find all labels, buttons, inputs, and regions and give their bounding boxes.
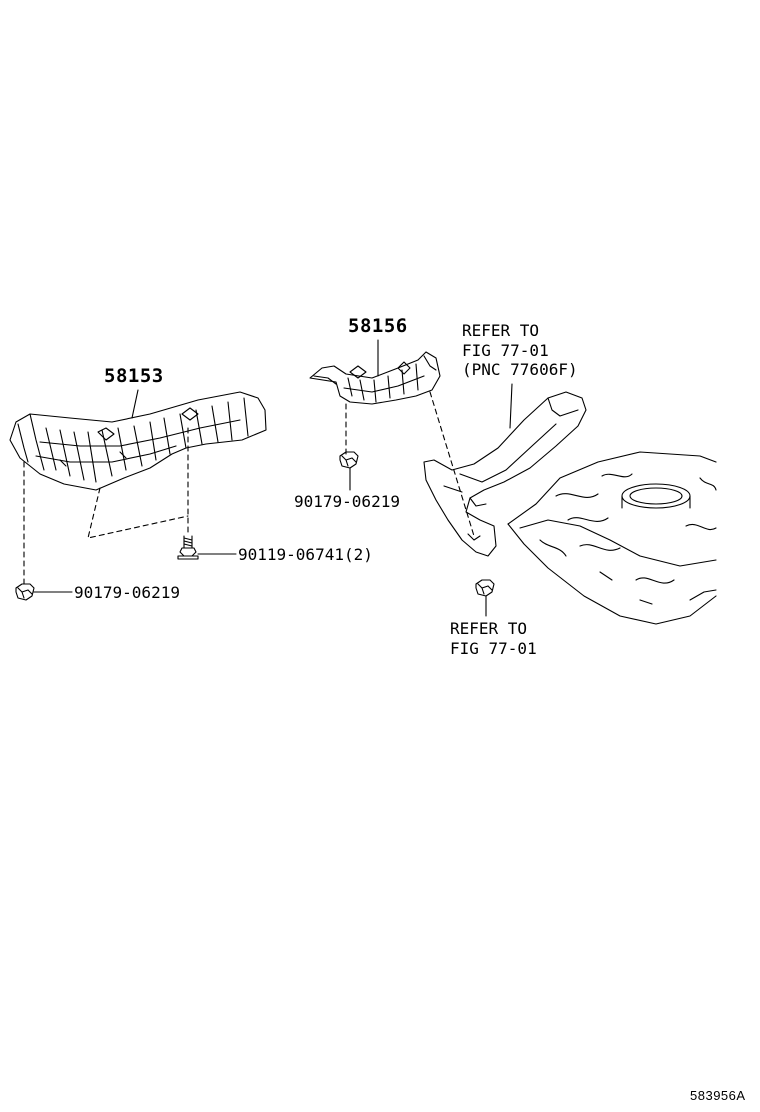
fuel-tank-drawing [507,451,717,625]
part-number-nut-90179-left: 90179-06219 [74,583,180,602]
part-number-bolt-90119: 90119-06741(2) [238,545,373,564]
part-number-58153: 58153 [104,365,164,387]
attachment-lines-58156 [345,391,475,537]
figure-id: 583956A [690,1088,746,1103]
refer-fig-pnc-line-3: (PNC 77606F) [462,360,578,379]
heat-insulator-58153-drawing [9,391,267,491]
heat-insulator-58156-drawing [309,351,441,405]
filler-pipe-protector-drawing [423,391,587,557]
refer-fig-pnc-note: REFER TO FIG 77-01 (PNC 77606F) [462,321,578,380]
refer-fig-bottom-line-2: FIG 77-01 [450,638,537,658]
attachment-lines-58153 [23,427,189,585]
refer-fig-pnc-line-2: FIG 77-01 [462,340,549,360]
nut-90179-mid-drawing [339,451,359,469]
leader-refer-pnc [509,383,513,429]
leader-58153 [131,389,139,419]
bolt-90119-drawing [177,535,199,560]
nut-90179-left-drawing [15,583,35,601]
refer-fig-pnc-line-1: REFER TO [462,321,540,340]
part-number-58156: 58156 [348,315,408,337]
nut-refer-bottom-drawing [475,579,495,597]
refer-fig-bottom-note: REFER TO FIG 77-01 [450,619,537,658]
part-number-nut-90179-mid: 90179-06219 [294,492,400,511]
refer-fig-bottom-line-1: REFER TO [450,619,528,638]
